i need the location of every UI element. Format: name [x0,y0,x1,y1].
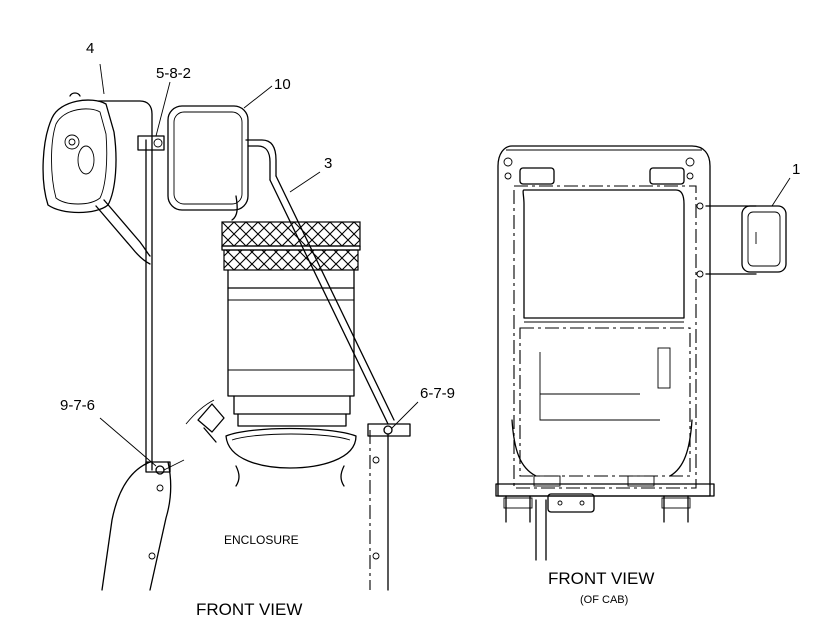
mirror-10 [167,105,249,221]
enclosure [185,221,361,487]
callout-3: 3 [324,155,333,172]
mirror-1 [696,177,791,278]
right-post [367,423,411,591]
bracket-3 [245,139,395,425]
left-front-view [42,63,419,591]
callout-10: 10 [274,76,291,93]
enclosure-label: ENCLOSURE [224,533,299,547]
cab-front-view [495,145,791,561]
callout-6-7-9: 6-7-9 [420,385,456,402]
callout-5-8-2: 5-8-2 [156,65,192,82]
callout-9-7-6: 9-7-6 [60,397,96,414]
left-post [101,461,172,591]
callout-4: 4 [86,40,95,57]
fastener-9-7-6 [99,417,185,475]
front-view-caption-left: FRONT VIEW [196,600,303,619]
clamp-5-8-2 [137,135,165,151]
mirror-4 [42,92,153,265]
fastener-6-7-9 [383,401,419,435]
front-view-caption-right: FRONT VIEW [548,569,655,588]
callout-1: 1 [792,161,801,178]
of-cab-caption: (OF CAB) [580,594,629,606]
